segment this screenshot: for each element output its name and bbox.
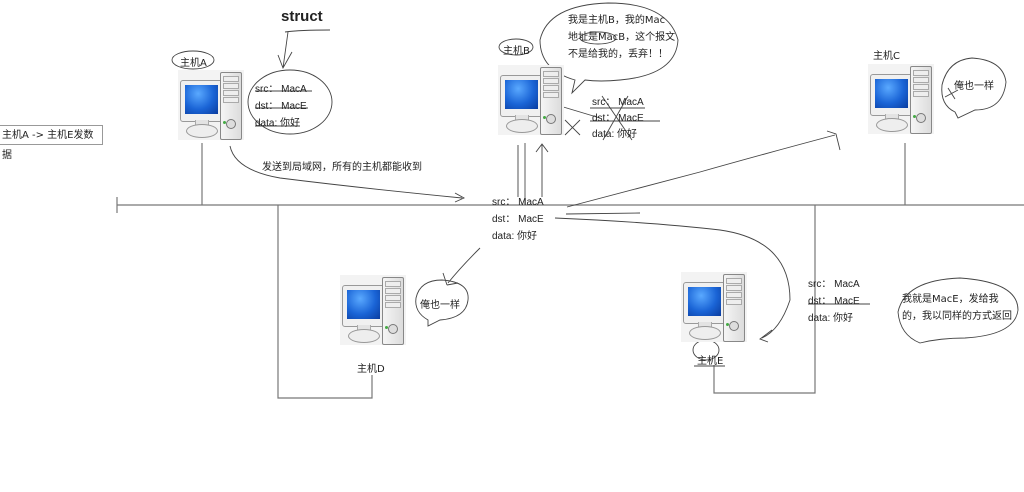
label-a-outline (171, 50, 215, 70)
host-e-bubble-text: 我就是MacE，发给我的，我以同样的方式返回 (902, 294, 1012, 322)
packet-a-outline (247, 69, 333, 135)
host-d-link (277, 205, 373, 399)
computer-icon (868, 64, 934, 134)
packet-e-data: data: 你好 (808, 313, 854, 324)
packet-e-src: src： MacA (808, 279, 860, 290)
broadcast-note: 发送到局域网，所有的主机都能收到 (262, 162, 422, 173)
packet-b-src: src： MacA (592, 97, 644, 108)
packet-a-src: src： MacA (255, 84, 307, 95)
host-a-label: 主机A (180, 58, 207, 69)
packet-b-data: data: 你好 (592, 129, 638, 140)
frame-dst: dst： MacE (492, 214, 544, 225)
broadcast-arrow (229, 145, 466, 203)
up-arrow-b (535, 143, 549, 197)
legend-box: 主机A -> 主机E发数据 (0, 125, 103, 161)
frame-src: src： MacA (492, 197, 544, 208)
packet-a-data: data: 你好 (255, 118, 301, 129)
bubble-d-outline (415, 279, 469, 327)
struct-title: struct (281, 8, 323, 25)
packet-b-dst: dst： MacE (592, 113, 644, 124)
packet-e-dst: dst： MacE (808, 296, 860, 307)
host-e-link (713, 205, 816, 394)
arrow-to-d (442, 247, 481, 286)
struct-arrow (277, 29, 331, 70)
frame-data: data: 你好 (492, 231, 538, 242)
bubble-c-outline (941, 57, 1007, 119)
host-b-label: 主机B (503, 46, 530, 57)
host-c-label: 主机C (873, 51, 900, 62)
computer-icon (340, 275, 406, 345)
host-d-label: 主机D (357, 364, 385, 375)
host-e-label: 主机E (697, 356, 724, 367)
host-c-bubble-text: 俺也一样 (954, 81, 994, 92)
arrow-to-e (554, 217, 791, 343)
arrow-to-c (566, 130, 841, 208)
computer-icon (498, 65, 564, 135)
bubble-b-outline (539, 2, 679, 95)
computer-icon (681, 272, 747, 342)
computer-icon (178, 70, 244, 140)
label-b-outline (498, 38, 534, 56)
packet-a-dst: dst： MacE (255, 101, 307, 112)
bubble-e-outline (897, 277, 1019, 344)
host-d-bubble-text: 俺也一样 (420, 300, 460, 311)
